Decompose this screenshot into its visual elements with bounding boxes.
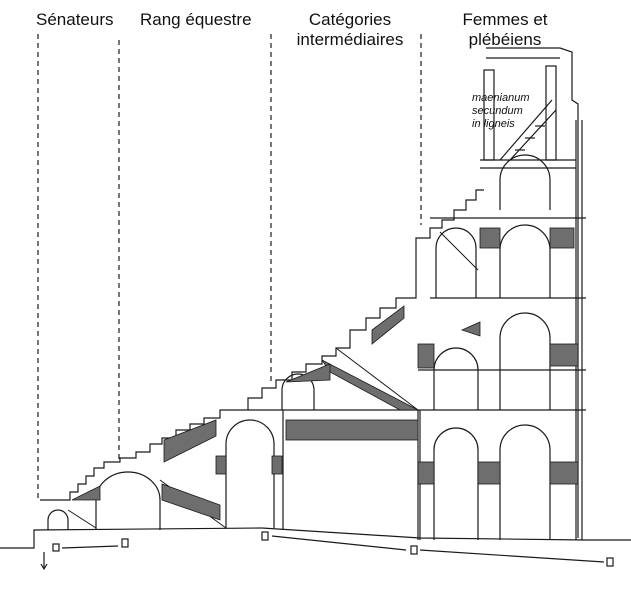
entrance-markers	[40, 531, 614, 571]
upper-colonnade	[480, 65, 576, 210]
zone-divider-lines	[37, 34, 422, 500]
entrance-marker-5	[606, 557, 614, 567]
label-equestrian: Rang équestre	[140, 10, 252, 29]
seating-steps	[40, 189, 484, 501]
label-intermediate-line1: Catégories	[308, 10, 392, 29]
label-women-line1: Femmes et	[462, 10, 548, 29]
entrance-marker-1	[52, 543, 60, 552]
third-arcade	[435, 224, 551, 298]
label-intermediate-line2: intermédiaires	[296, 30, 404, 49]
entrance-marker-3	[261, 531, 269, 541]
ground-line	[0, 527, 631, 549]
annotation-line2: secundum	[472, 105, 523, 117]
label-senators: Sénateurs	[36, 10, 114, 29]
outer-wall	[486, 47, 583, 540]
entrance-marker-2	[121, 538, 129, 548]
entrance-marker-4	[410, 545, 418, 555]
annotation-line1: maenianum	[472, 92, 530, 104]
second-arcade	[433, 312, 551, 410]
shaded-masonry	[71, 227, 579, 521]
label-women-line2: plébéiens	[468, 30, 542, 49]
label-women-plebeians: Femmes et plébéiens	[450, 10, 560, 50]
label-intermediate: Catégories intermédiaires	[290, 10, 410, 50]
timber-stair	[499, 99, 557, 161]
